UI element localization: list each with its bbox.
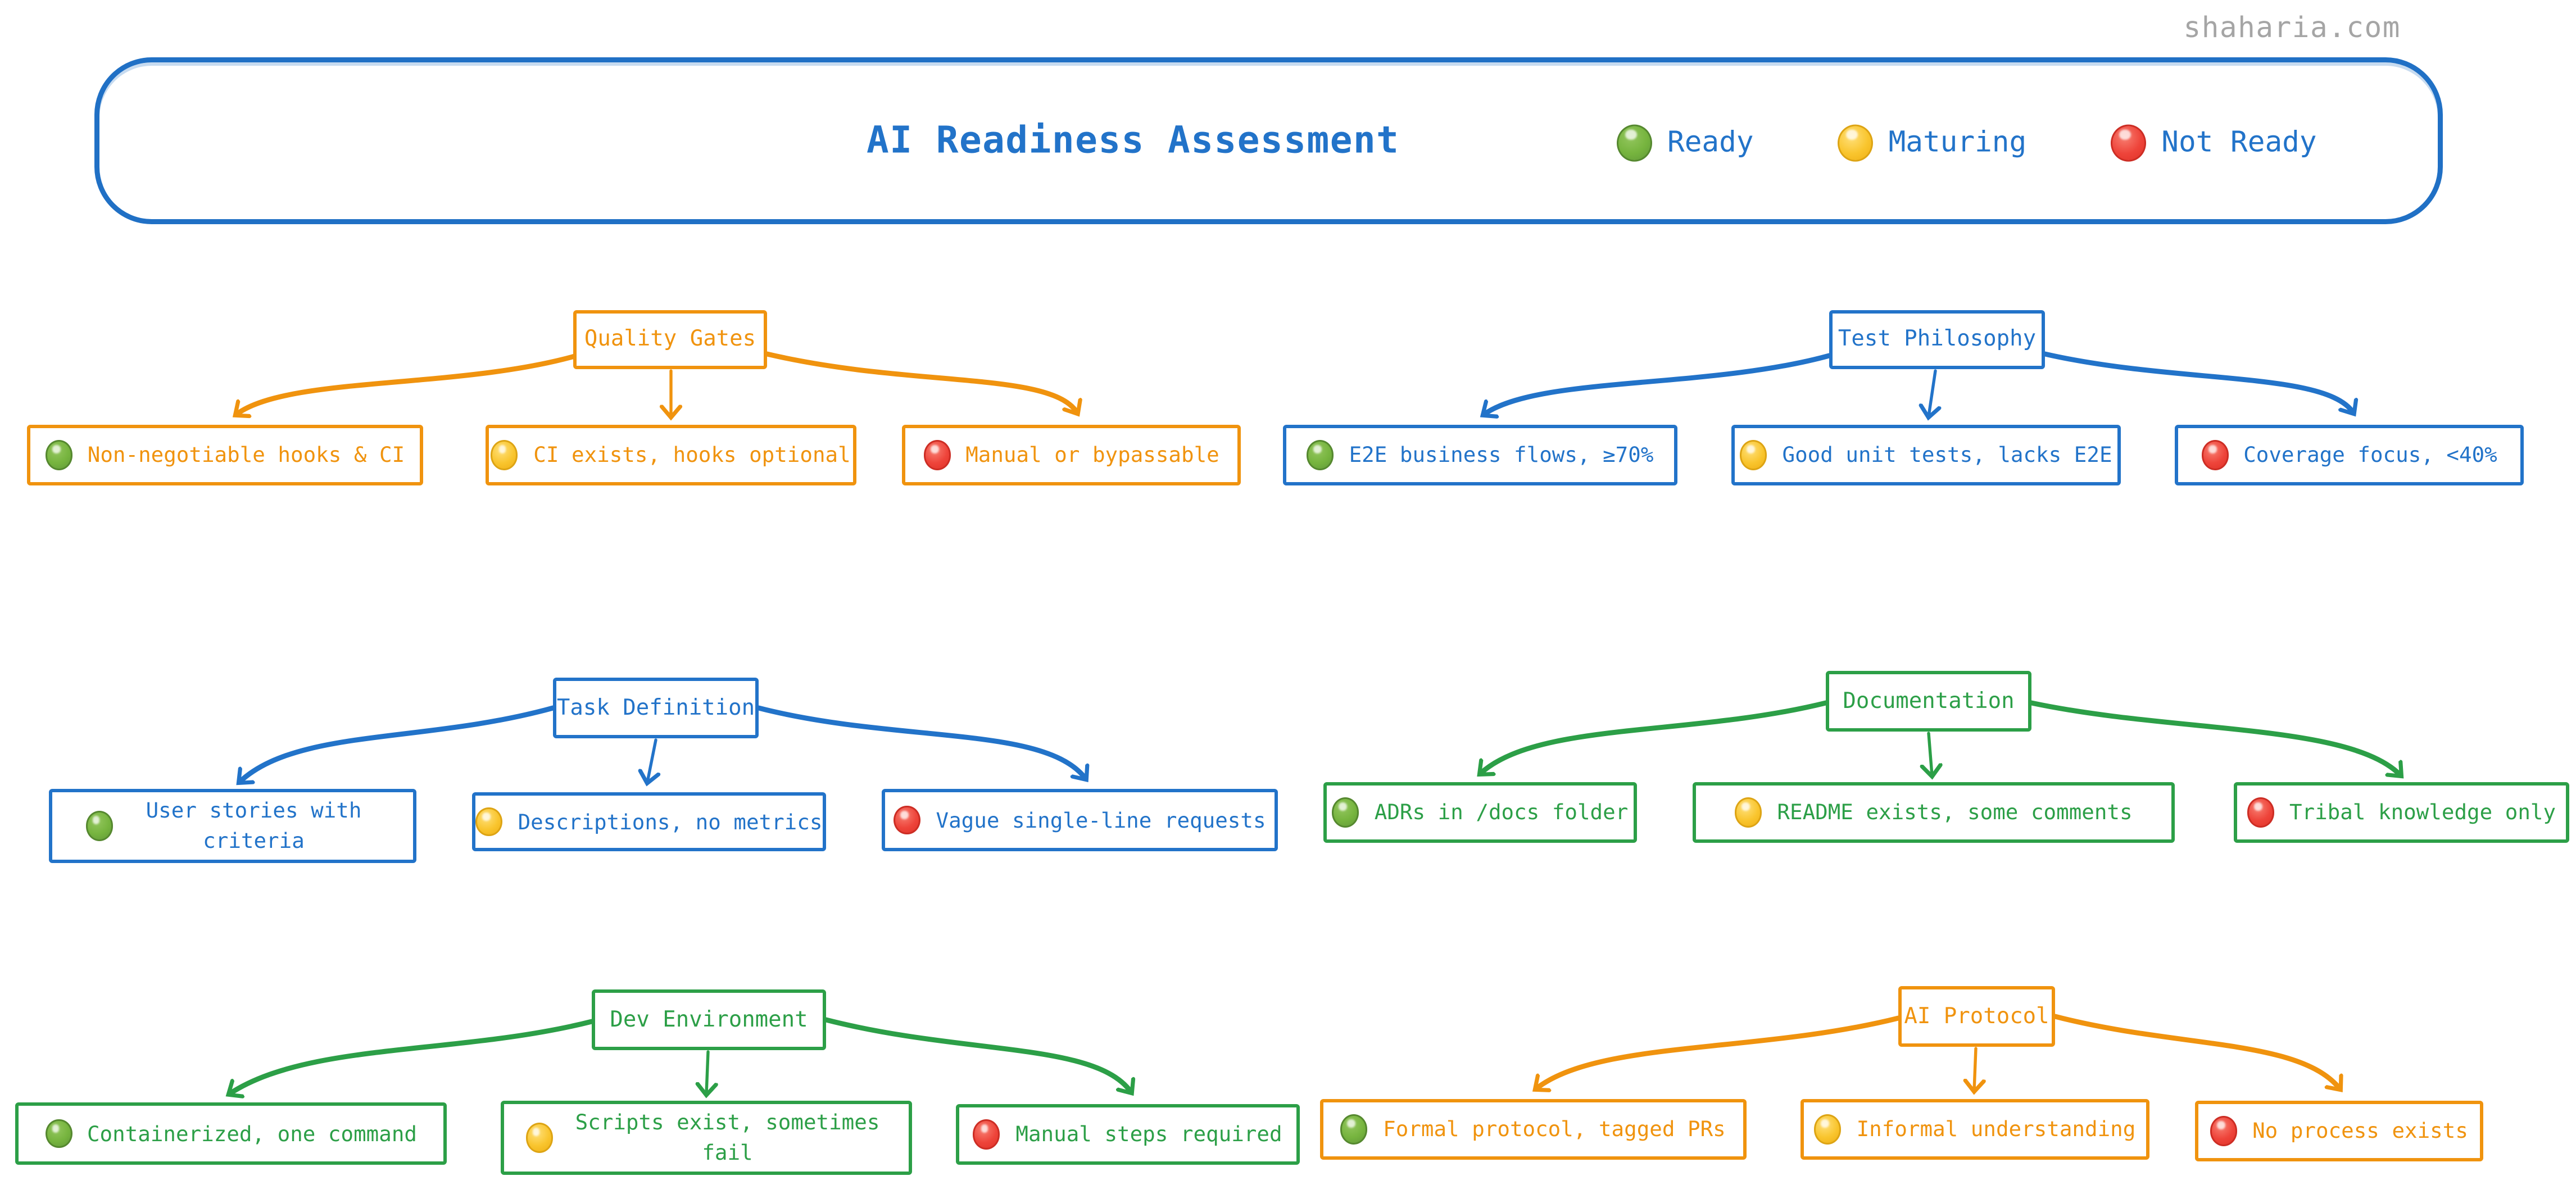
- ready-dot-icon: [85, 811, 112, 841]
- leaf-label: Informal understanding: [1856, 1116, 2136, 1142]
- tree-root-documentation: Documentation: [1826, 671, 2031, 732]
- leaf-manual-bypassable: Manual or bypassable: [902, 425, 1241, 485]
- leaf-label: README exists, some comments: [1777, 799, 2133, 825]
- leaf-tribal-knowledge: Tribal knowledge only: [2234, 782, 2569, 843]
- maturing-dot-icon: [491, 440, 519, 470]
- not-ready-dot-icon: [2111, 124, 2147, 161]
- not-ready-dot-icon: [2247, 797, 2274, 828]
- leaf-label: User stories with criteria: [146, 797, 362, 853]
- not-ready-dot-icon: [973, 1119, 1001, 1150]
- leaf-ci-exists: CI exists, hooks optional: [486, 425, 856, 485]
- leaf-readme-exists: README exists, some comments: [1693, 782, 2175, 843]
- not-ready-dot-icon: [894, 805, 921, 835]
- leaf-label: Non-negotiable hooks & CI: [87, 442, 405, 467]
- leaf-containerized: Containerized, one command: [15, 1102, 447, 1165]
- legend-item-ready: Ready: [1617, 124, 1754, 161]
- leaf-label: CI exists, hooks optional: [533, 442, 851, 467]
- leaf-good-unit-tests: Good unit tests, lacks E2E: [1731, 425, 2121, 485]
- tree-root-ai-protocol: AI Protocol: [1898, 986, 2055, 1047]
- maturing-dot-icon: [1838, 124, 1874, 161]
- legend-label: Ready: [1667, 125, 1754, 160]
- leaf-label: Coverage focus, <40%: [2243, 442, 2497, 467]
- ready-dot-icon: [1341, 1114, 1368, 1145]
- leaf-coverage-focus: Coverage focus, <40%: [2175, 425, 2524, 485]
- ready-dot-icon: [1332, 797, 1359, 828]
- tree-root-task-definition: Task Definition: [553, 678, 759, 738]
- ready-dot-icon: [45, 440, 72, 470]
- not-ready-dot-icon: [2201, 440, 2229, 470]
- not-ready-dot-icon: [923, 440, 951, 470]
- watermark: shaharia.com: [2183, 12, 2401, 46]
- maturing-dot-icon: [525, 1123, 552, 1153]
- leaf-label: E2E business flows, ≥70%: [1349, 442, 1654, 467]
- ready-dot-icon: [1617, 124, 1652, 161]
- leaf-formal-protocol: Formal protocol, tagged PRs: [1320, 1099, 1747, 1160]
- leaf-no-process: No process exists: [2195, 1101, 2483, 1161]
- ready-dot-icon: [44, 1119, 72, 1148]
- leaf-label: No process exists: [2252, 1118, 2468, 1143]
- leaf-non-negotiable-hooks: Non-negotiable hooks & CI: [27, 425, 423, 485]
- legend-item-not-ready: Not Ready: [2111, 124, 2317, 161]
- tree-root-test-philosophy: Test Philosophy: [1829, 310, 2045, 369]
- leaf-label: Good unit tests, lacks E2E: [1782, 442, 2112, 467]
- maturing-dot-icon: [475, 807, 503, 837]
- tree-root-quality-gates: Quality Gates: [573, 310, 767, 369]
- leaf-scripts-exist: Scripts exist, sometimes fail: [501, 1101, 912, 1175]
- maturing-dot-icon: [1740, 440, 1767, 470]
- maturing-dot-icon: [1814, 1114, 1842, 1145]
- leaf-label: Manual steps required: [1015, 1121, 1282, 1147]
- leaf-label: Containerized, one command: [87, 1120, 417, 1146]
- tree-root-dev-environment: Dev Environment: [592, 989, 826, 1050]
- leaf-label: Manual or bypassable: [965, 442, 1219, 467]
- leaf-label: Vague single-line requests: [936, 807, 1266, 833]
- leaf-informal-understanding: Informal understanding: [1801, 1099, 2149, 1160]
- title-banner: AI Readiness Assessment Ready Maturing N…: [94, 57, 2443, 224]
- maturing-dot-icon: [1735, 797, 1762, 828]
- legend-item-maturing: Maturing: [1838, 124, 2027, 161]
- leaf-label: Tribal knowledge only: [2289, 799, 2556, 825]
- leaf-label: Formal protocol, tagged PRs: [1383, 1116, 1726, 1142]
- page-title: AI Readiness Assessment: [867, 120, 1400, 162]
- legend-label: Maturing: [1888, 125, 2027, 160]
- leaf-e2e-business-flows: E2E business flows, ≥70%: [1283, 425, 1677, 485]
- leaf-label: ADRs in /docs folder: [1374, 799, 1629, 825]
- leaf-descriptions-no-metrics: Descriptions, no metrics: [472, 792, 826, 851]
- legend: Ready Maturing Not Ready: [1617, 124, 2317, 161]
- leaf-user-stories: User stories with criteria: [49, 789, 416, 863]
- leaf-label: Descriptions, no metrics: [518, 809, 823, 834]
- leaf-vague-requests: Vague single-line requests: [882, 789, 1278, 851]
- leaf-label: Scripts exist, sometimes fail: [575, 1109, 880, 1165]
- legend-label: Not Ready: [2161, 125, 2317, 160]
- ready-dot-icon: [1307, 440, 1334, 470]
- not-ready-dot-icon: [2210, 1116, 2238, 1146]
- leaf-adrs-docs-folder: ADRs in /docs folder: [1323, 782, 1637, 843]
- leaf-manual-steps: Manual steps required: [956, 1104, 1300, 1165]
